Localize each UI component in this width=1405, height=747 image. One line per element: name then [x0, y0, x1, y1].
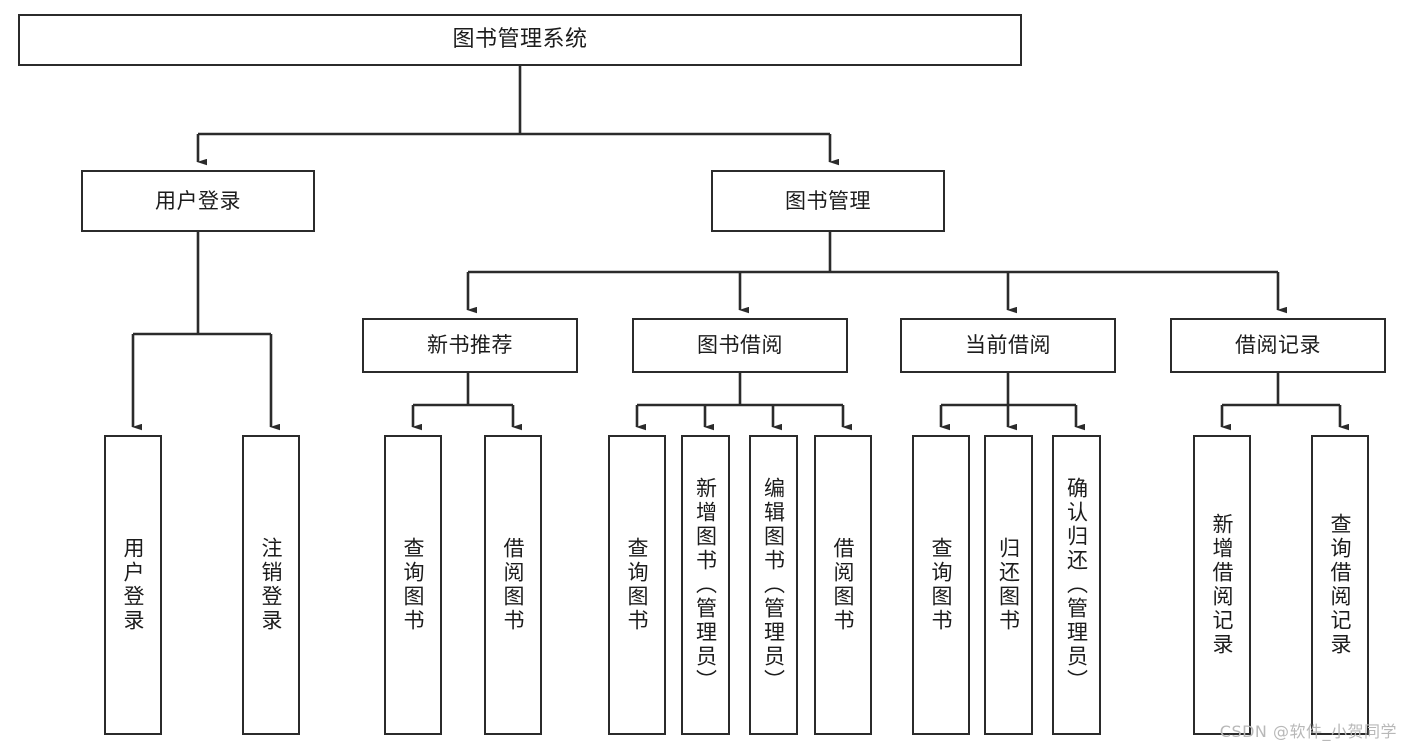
node-new-book-recommend[interactable]: 新书推荐	[362, 318, 578, 373]
node-label: 新增图书（管理员）	[693, 477, 718, 693]
node-label: 查询图书	[625, 537, 650, 633]
leaf-edit-book-admin[interactable]: 编辑图书（管理员）	[749, 435, 798, 735]
node-label: 用户登录	[121, 537, 146, 633]
leaf-user-login[interactable]: 用户登录	[104, 435, 162, 735]
node-label: 归还图书	[996, 537, 1021, 633]
node-current-borrow[interactable]: 当前借阅	[900, 318, 1116, 373]
node-label: 图书管理系统	[452, 27, 588, 53]
node-label: 借阅图书	[501, 537, 526, 633]
node-user-login[interactable]: 用户登录	[81, 170, 315, 232]
node-label: 注销登录	[259, 537, 284, 633]
node-root-book-management-system[interactable]: 图书管理系统	[18, 14, 1022, 66]
node-label: 编辑图书（管理员）	[761, 477, 786, 693]
node-borrow-record[interactable]: 借阅记录	[1170, 318, 1386, 373]
node-label: 确认归还（管理员）	[1064, 477, 1089, 693]
node-label: 查询借阅记录	[1328, 513, 1353, 657]
node-label: 查询图书	[929, 537, 954, 633]
leaf-add-borrow-record[interactable]: 新增借阅记录	[1193, 435, 1251, 735]
leaf-borrow-book-newbook[interactable]: 借阅图书	[484, 435, 542, 735]
leaf-return-book[interactable]: 归还图书	[984, 435, 1033, 735]
node-label: 借阅图书	[831, 537, 856, 633]
node-label: 借阅记录	[1235, 333, 1321, 358]
csdn-watermark: CSDN @软件_小贺同学	[1219, 722, 1397, 741]
leaf-logout[interactable]: 注销登录	[242, 435, 300, 735]
node-label: 查询图书	[401, 537, 426, 633]
node-label: 新书推荐	[427, 333, 513, 358]
node-book-management[interactable]: 图书管理	[711, 170, 945, 232]
leaf-borrow-book[interactable]: 借阅图书	[814, 435, 872, 735]
node-book-borrow[interactable]: 图书借阅	[632, 318, 848, 373]
node-label: 当前借阅	[965, 333, 1051, 358]
node-label: 新增借阅记录	[1210, 513, 1235, 657]
leaf-confirm-return-admin[interactable]: 确认归还（管理员）	[1052, 435, 1101, 735]
leaf-query-book-current[interactable]: 查询图书	[912, 435, 970, 735]
leaf-query-borrow-record[interactable]: 查询借阅记录	[1311, 435, 1369, 735]
node-label: 图书管理	[785, 188, 871, 213]
node-label: 用户登录	[155, 188, 241, 213]
leaf-query-book-borrow[interactable]: 查询图书	[608, 435, 666, 735]
leaf-add-book-admin[interactable]: 新增图书（管理员）	[681, 435, 730, 735]
leaf-query-book-newbook[interactable]: 查询图书	[384, 435, 442, 735]
node-label: 图书借阅	[697, 333, 783, 358]
